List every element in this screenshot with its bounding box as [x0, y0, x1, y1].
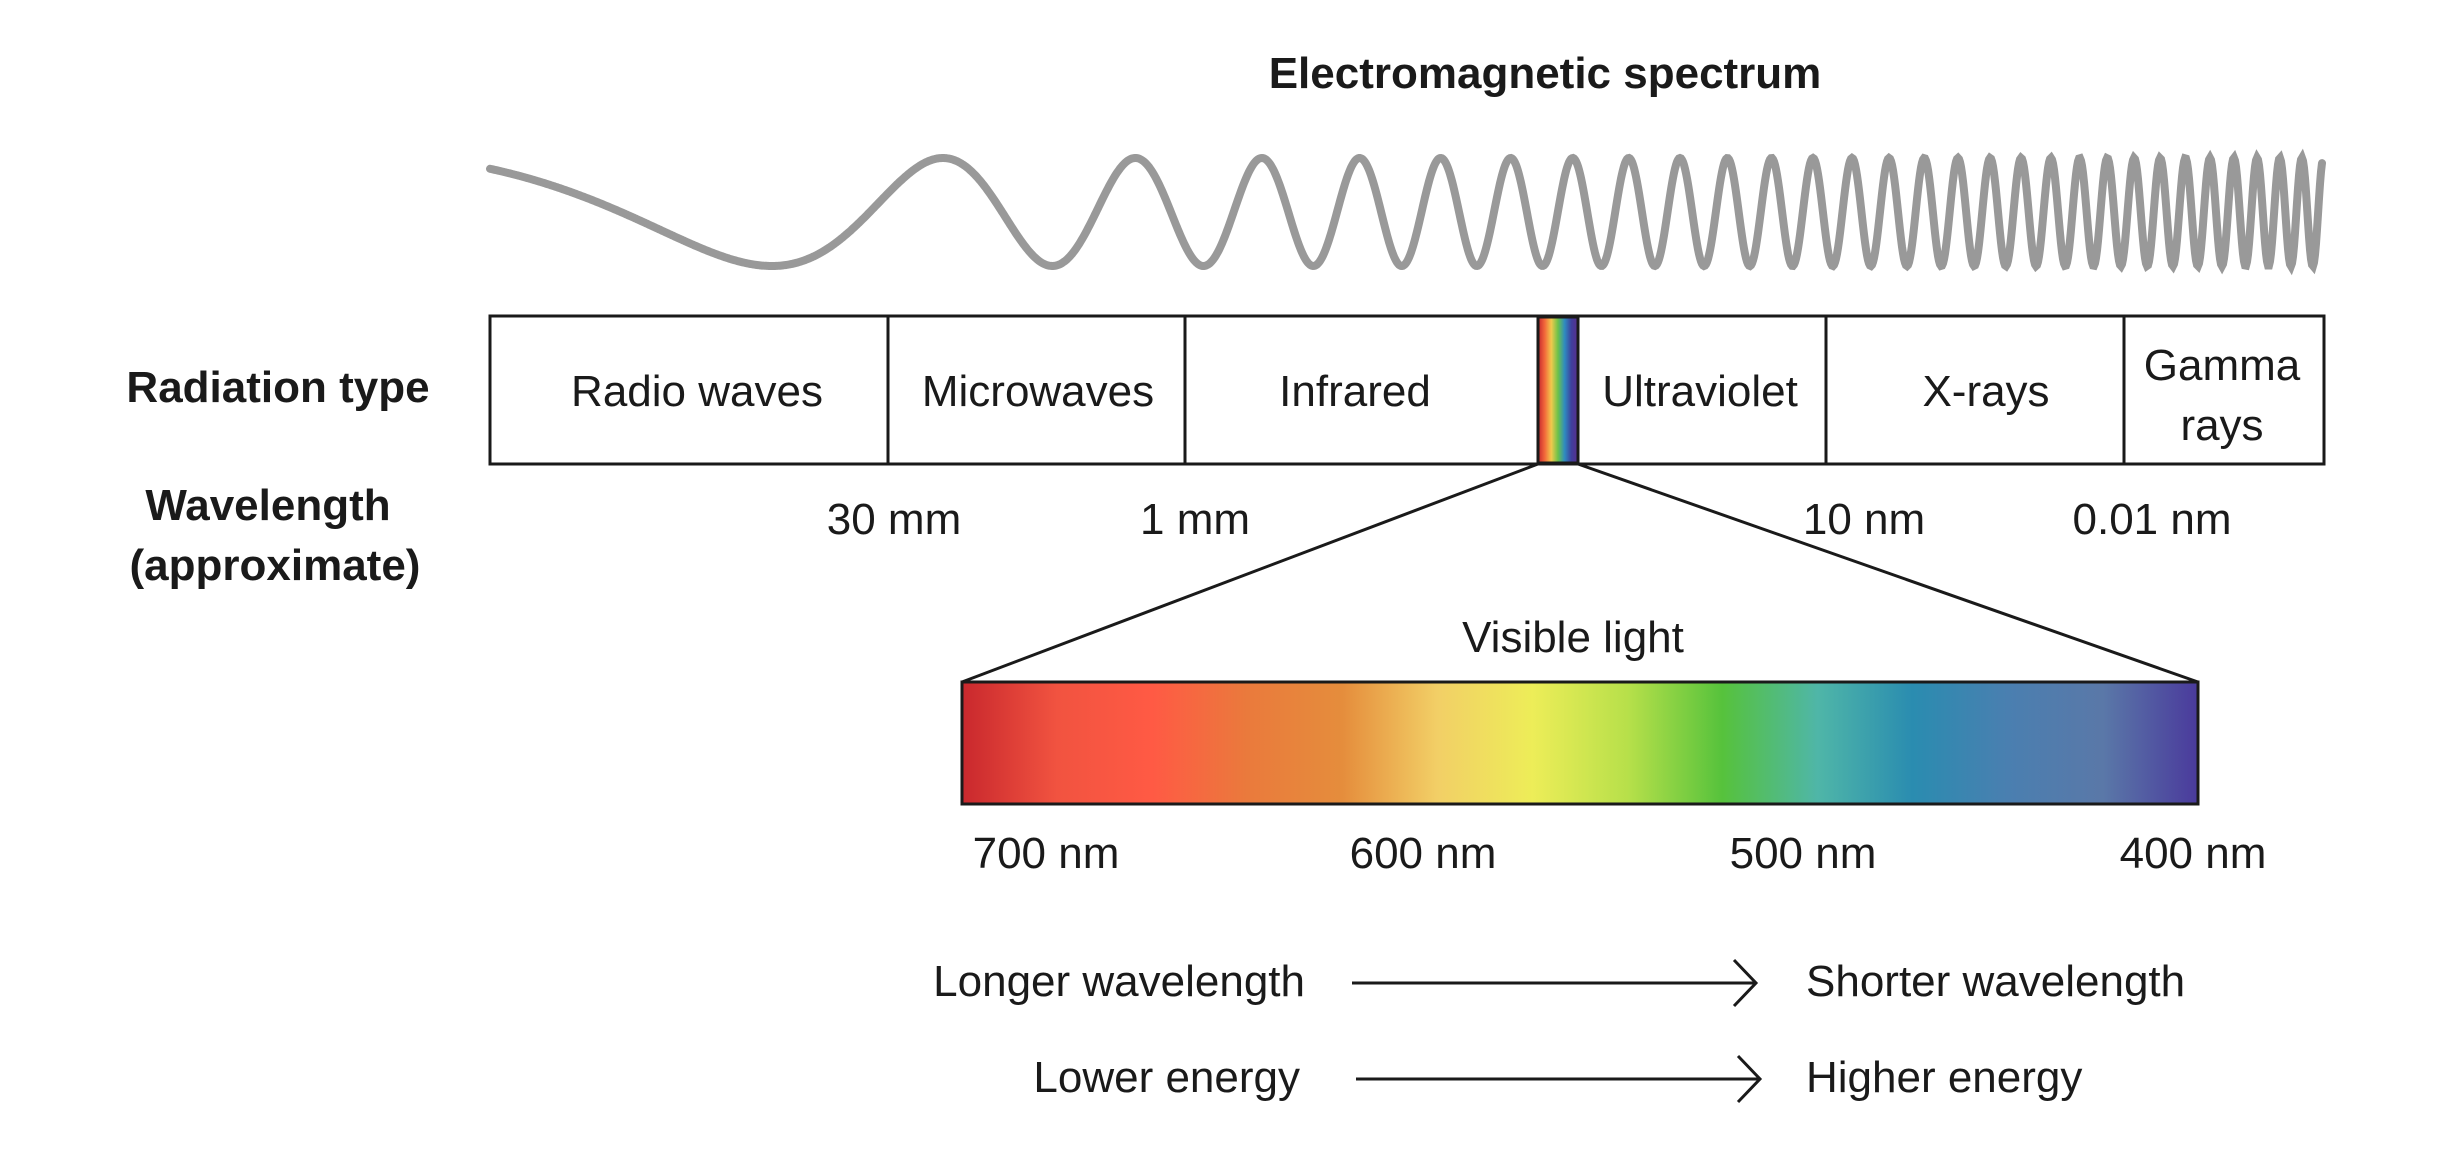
row-label-radiation-type: Radiation type — [126, 363, 429, 412]
visible-tick-700: 700 nm — [973, 829, 1120, 878]
wavelength-001nm: 0.01 nm — [2073, 495, 2232, 544]
wavelength-1mm: 1 mm — [1140, 495, 1250, 544]
visible-spectrum-bar — [960, 680, 2200, 806]
visible-tick-600: 600 nm — [1350, 829, 1497, 878]
arrow-wavelength — [1352, 958, 1759, 1008]
diagram-title: Electromagnetic spectrum — [1269, 49, 1822, 98]
wavelength-10nm: 10 nm — [1803, 495, 1925, 544]
label-higher-energy: Higher energy — [1806, 1053, 2082, 1102]
radiation-gamma-line2: rays — [2180, 401, 2263, 450]
visible-tick-500: 500 nm — [1730, 829, 1877, 878]
zoom-line-right — [1577, 462, 2199, 684]
arrow-energy — [1356, 1054, 1763, 1104]
visible-strip — [1536, 315, 1580, 465]
wave-curve — [486, 148, 2326, 276]
zoom-line-left — [961, 462, 1539, 684]
radiation-microwaves: Microwaves — [922, 367, 1154, 416]
visible-tick-400: 400 nm — [2120, 829, 2267, 878]
radiation-xrays: X-rays — [1922, 367, 2049, 416]
row-label-approximate: (approximate) — [130, 541, 421, 590]
radiation-radio-waves: Radio waves — [571, 367, 823, 416]
wavelength-30mm: 30 mm — [827, 495, 961, 544]
radiation-gamma-line1: Gamma — [2144, 341, 2301, 390]
label-shorter-wavelength: Shorter wavelength — [1806, 957, 2185, 1006]
radiation-ultraviolet: Ultraviolet — [1602, 367, 1798, 416]
label-longer-wavelength: Longer wavelength — [933, 957, 1305, 1006]
visible-light-title: Visible light — [1462, 613, 1684, 662]
row-label-wavelength: Wavelength — [145, 481, 390, 530]
radiation-infrared: Infrared — [1279, 367, 1431, 416]
label-lower-energy: Lower energy — [1033, 1053, 1300, 1102]
radiation-type-box — [488, 314, 2326, 466]
